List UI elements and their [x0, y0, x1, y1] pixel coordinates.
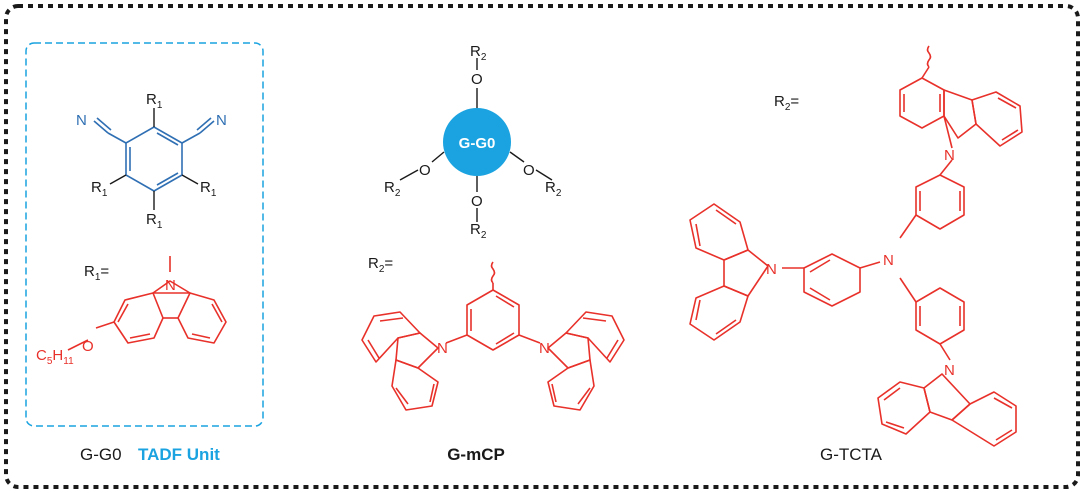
nitrile-n-left: N — [76, 112, 87, 129]
tcta-n-central: N — [883, 252, 894, 269]
o-right: O — [523, 162, 535, 179]
tcta-n-top: N — [944, 147, 955, 164]
o-bottom: O — [471, 193, 483, 210]
mcp-n-right: N — [539, 340, 550, 357]
tcta-n-left: N — [766, 261, 777, 278]
nitrile-n-right: N — [216, 112, 227, 129]
r2-bottom: R2 — [470, 221, 487, 241]
r1-top: R1 — [146, 91, 163, 111]
carbazole-n-tadf: N — [165, 277, 176, 294]
r2-top: R2 — [470, 43, 487, 63]
r1-bottom: R1 — [146, 211, 163, 231]
r2-right: R2 — [545, 179, 562, 199]
tcta-n-bottom: N — [944, 362, 955, 379]
r1-left: R1 — [91, 179, 108, 199]
dicyanobenzene-core — [93, 108, 215, 210]
tadf-unit-box — [25, 42, 264, 427]
r2-definition-mcp: R2= — [368, 255, 393, 275]
r1-right: R1 — [200, 179, 217, 199]
gg0-core-diagram — [399, 58, 553, 222]
r2-left: R2 — [384, 179, 401, 199]
gg0-core-label: G-G0 — [459, 135, 496, 152]
r1-definition-label: R1= — [84, 263, 109, 283]
caption-gmcp: G-mCP — [447, 445, 505, 464]
gg0-core-circle — [443, 108, 511, 176]
outer-dotted-frame — [4, 4, 1080, 489]
caption-gg0: G-G0 — [80, 445, 122, 464]
pentyl-label: C5H11 — [36, 347, 74, 367]
o-left: O — [419, 162, 431, 179]
pentyloxy-carbazole — [67, 256, 227, 351]
mcp-structure — [361, 261, 625, 411]
o-top: O — [471, 71, 483, 88]
tcta-structure — [689, 45, 1023, 447]
ether-o-tadf: O — [82, 338, 94, 355]
mcp-n-left: N — [437, 340, 448, 357]
caption-gtcta: G-TCTA — [820, 445, 883, 464]
r2-definition-tcta: R2= — [774, 93, 799, 113]
caption-tadf-unit: TADF Unit — [138, 445, 220, 464]
